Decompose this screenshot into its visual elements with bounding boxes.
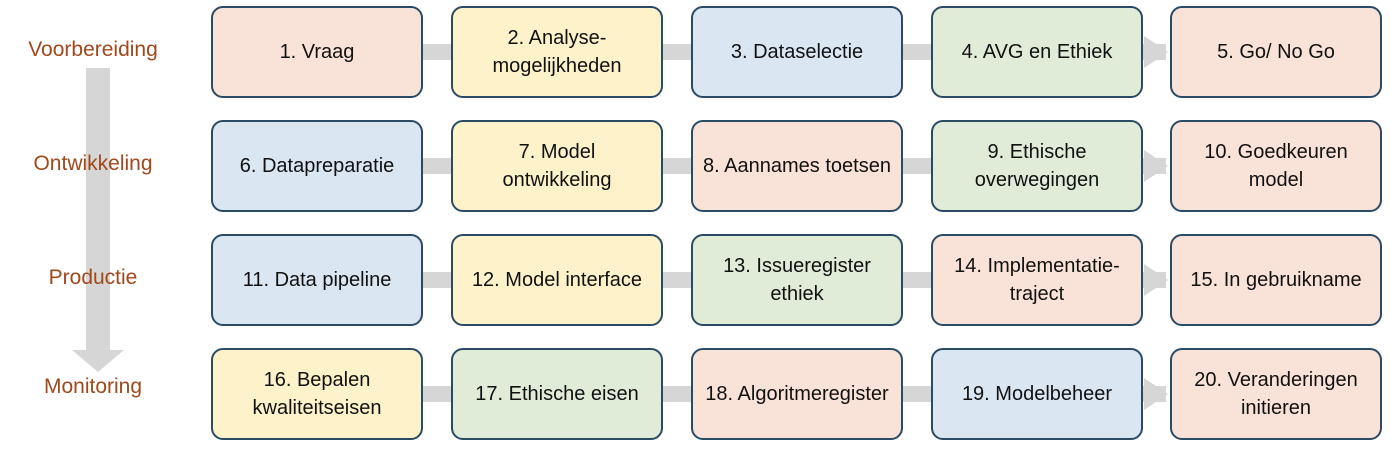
step-label: 13. Issueregister ethiek	[723, 255, 871, 305]
step-label: 1. Vraag	[279, 41, 355, 63]
step-box-6-datapreparatie: 6. Datapreparatie	[211, 120, 423, 212]
step-label: 15. In gebruikname	[1190, 269, 1362, 291]
step-box-3-dataselectie: 3. Dataselectie	[691, 6, 903, 98]
step-box-20-veranderingen-initieren: 20. Veranderingen initieren	[1170, 348, 1382, 440]
step-label: 6. Datapreparatie	[239, 155, 395, 177]
step-box-12-model-interface: 12. Model interface	[451, 234, 663, 326]
step-label: 20. Veranderingen initieren	[1194, 369, 1358, 419]
step-label: 9. Ethische overwegingen	[974, 141, 1100, 191]
step-label: 8. Aannames toetsen	[703, 155, 891, 177]
step-box-17-ethische-eisen: 17. Ethische eisen	[451, 348, 663, 440]
step-label: 12. Model interface	[471, 269, 643, 291]
arrow-right-icon	[1144, 264, 1168, 296]
step-box-9-ethische-overwegingen: 9. Ethische overwegingen	[931, 120, 1143, 212]
step-box-10-goedkeuren-model: 10. Goedkeuren model	[1170, 120, 1382, 212]
step-box-5-go-no-go: 5. Go/ No Go	[1170, 6, 1382, 98]
step-box-7-model-ontwikkeling: 7. Model ontwikkeling	[451, 120, 663, 212]
step-label: 17. Ethische eisen	[475, 383, 639, 405]
step-box-1-vraag: 1. Vraag	[211, 6, 423, 98]
step-label: 14. Implementatie-traject	[954, 255, 1120, 305]
step-box-2-analyse-mogelijkheden: 2. Analyse-mogelijkheden	[451, 6, 663, 98]
phase-label-ontwikkeling: Ontwikkeling	[33, 152, 153, 175]
step-label: 2. Analyse-mogelijkheden	[492, 27, 622, 77]
step-label: 16. Bepalen kwaliteitseisen	[252, 369, 382, 419]
phase-label-voorbereiding: Voorbereiding	[28, 38, 158, 61]
step-label: 5. Go/ No Go	[1217, 41, 1335, 63]
down-arrow-icon	[72, 68, 124, 372]
step-label: 19. Modelbeheer	[961, 383, 1113, 405]
arrow-right-icon	[1144, 36, 1168, 68]
phase-label-productie: Productie	[48, 266, 138, 289]
step-label: 3. Dataselectie	[730, 41, 864, 63]
step-box-16-bepalen-kwaliteitseisen: 16. Bepalen kwaliteitseisen	[211, 348, 423, 440]
phase-label-monitoring: Monitoring	[43, 375, 143, 398]
arrow-right-icon	[1144, 150, 1168, 182]
step-label: 7. Model ontwikkeling	[502, 141, 612, 191]
arrow-right-icon	[1144, 378, 1168, 410]
step-box-18-algoritmeregister: 18. Algoritmeregister	[691, 348, 903, 440]
step-box-4-avg-en-ethiek: 4. AVG en Ethiek	[931, 6, 1143, 98]
step-box-19-modelbeheer: 19. Modelbeheer	[931, 348, 1143, 440]
step-label: 11. Data pipeline	[242, 269, 392, 291]
step-box-8-aannames-toetsen: 8. Aannames toetsen	[691, 120, 903, 212]
step-box-11-data-pipeline: 11. Data pipeline	[211, 234, 423, 326]
step-box-14-implementatie-traject: 14. Implementatie-traject	[931, 234, 1143, 326]
step-label: 10. Goedkeuren model	[1204, 141, 1348, 191]
step-label: 18. Algoritmeregister	[705, 383, 889, 405]
step-box-13-issueregister-ethiek: 13. Issueregister ethiek	[691, 234, 903, 326]
step-box-15-in-gebruikname: 15. In gebruikname	[1170, 234, 1382, 326]
step-label: 4. AVG en Ethiek	[961, 41, 1113, 63]
